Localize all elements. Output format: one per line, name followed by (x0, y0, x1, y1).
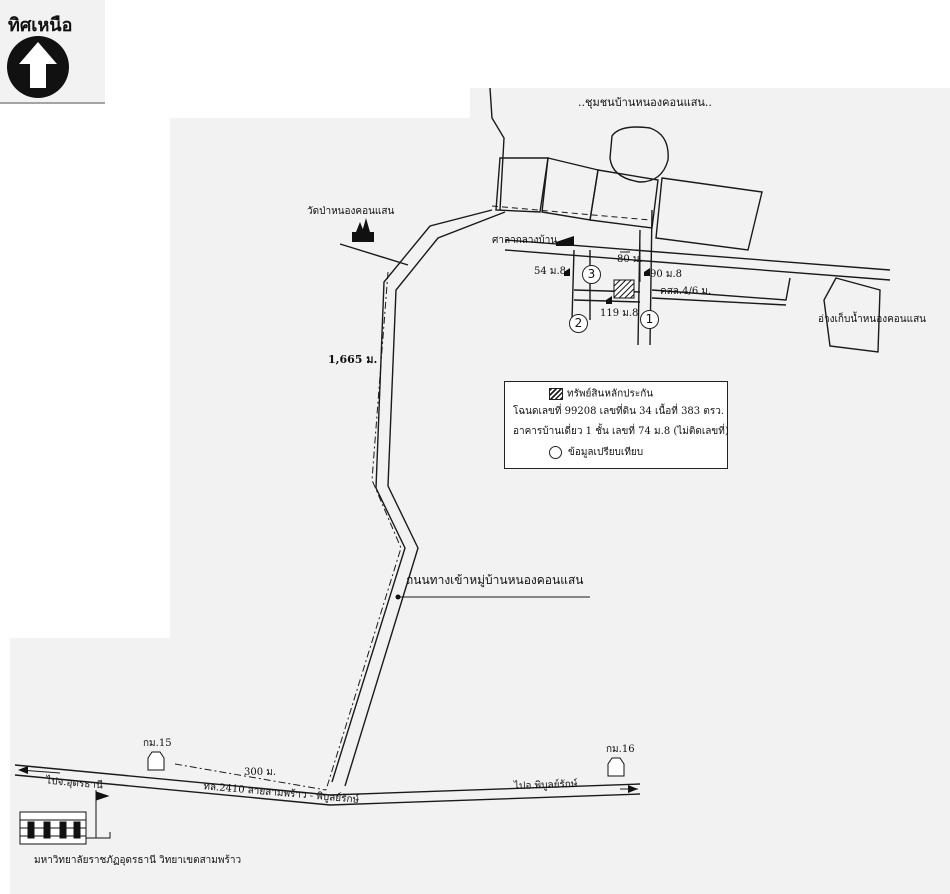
highway-2410 (14, 764, 641, 806)
distance-80-label: 80 ม. (617, 254, 643, 265)
route-dashed-highway (174, 763, 327, 791)
main-access-road (331, 209, 506, 787)
circle-swatch-icon (549, 446, 562, 459)
legend-comparison: ข้อมูลเปรียบเทียบ (549, 446, 643, 459)
temple-road (339, 243, 409, 266)
village-hall-label: ศาลากลางบ้าน (492, 235, 558, 246)
village-road-north (489, 87, 505, 211)
university-label: มหาวิทยาลัยราชภัฏอุดรธานี วิทยาเขตสามพร้… (34, 855, 242, 866)
village-blocks (495, 126, 763, 251)
community-label: ..ชุมชนบ้านหนองคอนแสน.. (578, 96, 712, 109)
concrete-road (651, 277, 791, 306)
house-119-label: 119 ม.8 (600, 308, 639, 319)
house-icon (564, 268, 570, 276)
route-dashed (325, 271, 402, 791)
university-building-icon (19, 790, 111, 845)
north-arrow-icon (7, 36, 69, 98)
road-name-label: ถนนทางเข้าหมู่บ้านหนองคอนแสน (406, 573, 584, 587)
legend-deed: โฉนดเลขที่ 99208 เลขที่ดิน 34 เนื้อที่ 3… (513, 406, 724, 417)
lane (571, 249, 591, 321)
km16-post-icon (607, 757, 625, 777)
km16-label: กม.16 (606, 744, 635, 755)
collateral-plot (613, 279, 635, 299)
reservoir-outline (823, 277, 881, 353)
map-legend: ทรัพย์สินหลักประกัน โฉนดเลขที่ 99208 เลข… (504, 381, 729, 469)
house-icon (606, 296, 612, 304)
comparison-marker-3: 3 (582, 265, 601, 284)
comparison-marker-1: 1 (640, 310, 659, 329)
road-length-label: 1,665 ม. (328, 353, 378, 366)
temple-label: วัดป่าหนองคอนแสน (307, 206, 395, 217)
legend-building: อาคารบ้านเดี่ยว 1 ชั้น เลขที่ 74 ม.8 (ไม… (513, 426, 729, 437)
distance-300-label: 300 ม. (244, 767, 277, 778)
legend-collateral: ทรัพย์สินหลักประกัน (549, 388, 653, 400)
house-90-label: 90 ม.8 (650, 269, 683, 280)
map-paper (10, 88, 950, 894)
house-icon (644, 268, 650, 276)
km15-label: กม.15 (143, 738, 172, 749)
concrete-road-label: คสล.4/6 ม. (660, 286, 712, 297)
reservoir-label: อ่างเก็บน้ำหนองคอนแสน (818, 314, 927, 325)
house-54-label: 54 ม.8 (534, 266, 567, 277)
comparison-marker-2: 2 (569, 314, 588, 333)
route-dashed-north (491, 205, 651, 221)
temple-icon (352, 218, 374, 242)
village-hall-icon (556, 236, 574, 246)
km15-post-icon (147, 751, 165, 771)
hatch-swatch-icon (549, 388, 563, 400)
north-label: ทิศเหนือ (8, 15, 73, 36)
